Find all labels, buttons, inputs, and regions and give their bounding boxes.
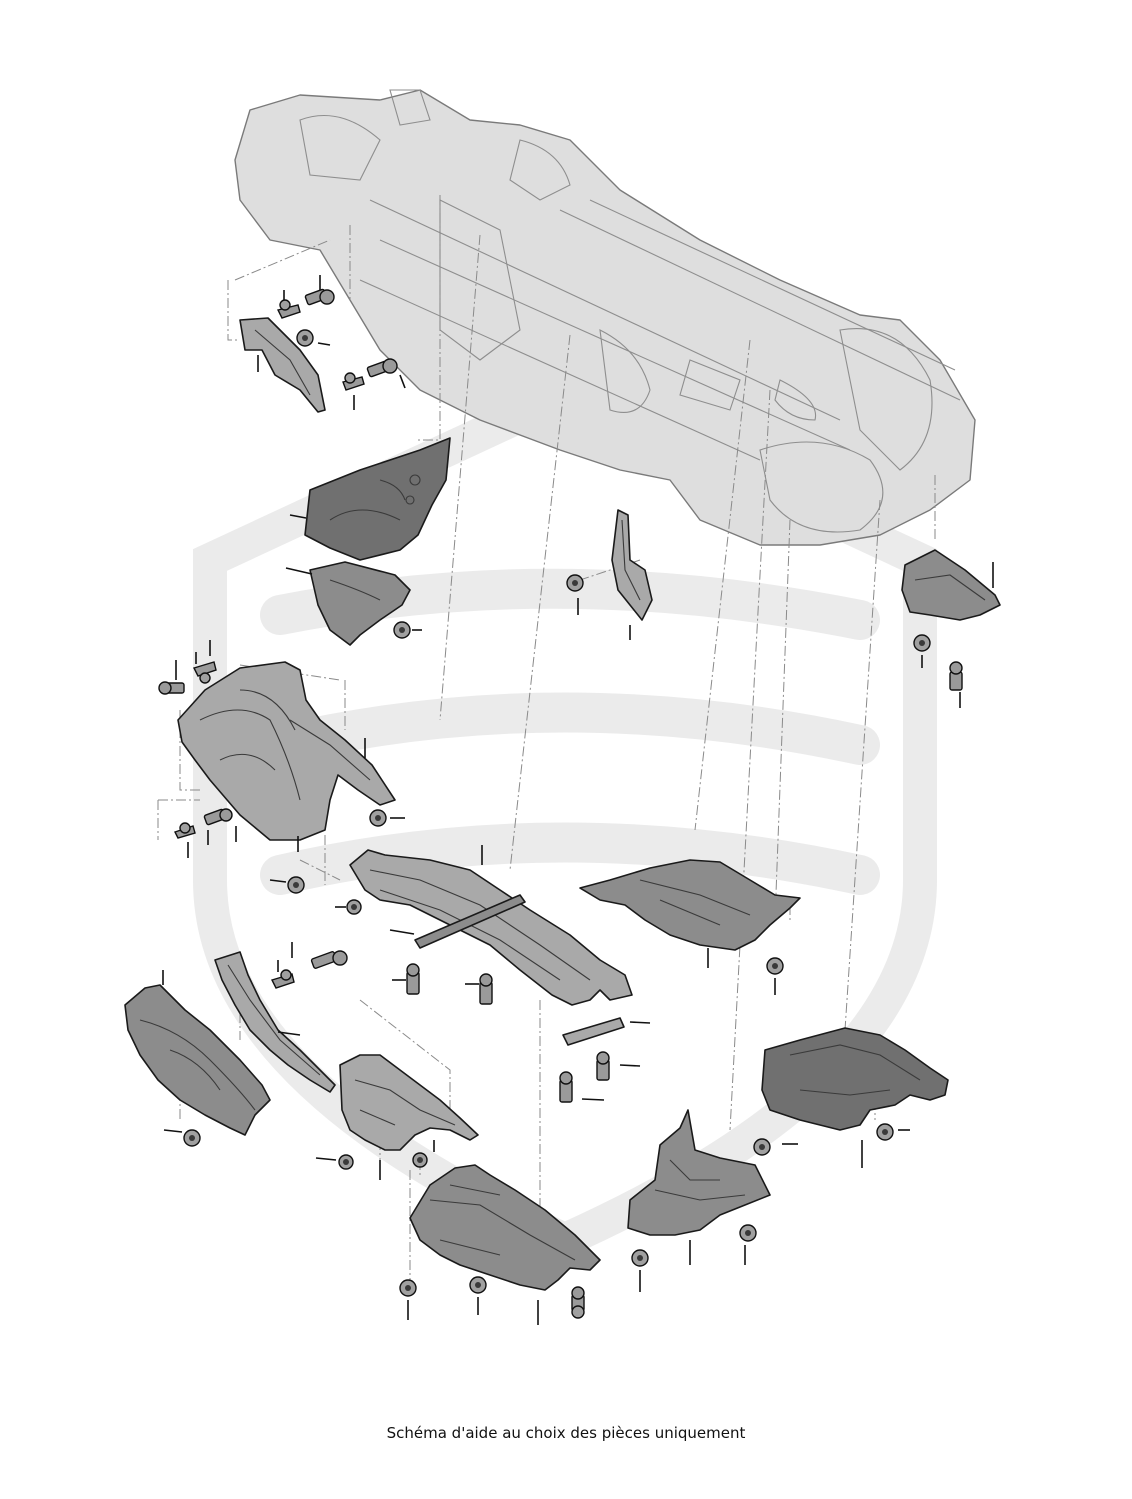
center-tunnel-shield <box>335 845 633 1006</box>
large-tunnel-heat-shield <box>177 661 405 841</box>
front-left-bracket <box>239 317 326 413</box>
vehicle-underbody <box>234 89 976 546</box>
clamp-plate <box>559 1017 651 1103</box>
parts-diagram <box>124 89 1001 1325</box>
strip-shield-fasteners <box>271 942 348 989</box>
bottom-center-shield <box>399 1164 601 1325</box>
rear-right-shield <box>753 1027 949 1168</box>
left-lower-shield <box>124 970 271 1147</box>
center-lower-shield <box>315 1054 479 1180</box>
right-floor-shield <box>579 859 801 995</box>
tunnel-shield-fasteners <box>158 640 305 894</box>
diagram-caption: Schéma d'aide au choix des pièces unique… <box>386 1424 746 1442</box>
front-heat-shield <box>289 437 451 561</box>
thin-strip-shield <box>214 951 336 1093</box>
front-left-fasteners <box>276 275 406 410</box>
bottom-right-shield <box>627 1109 771 1292</box>
rear-right-bracket <box>901 549 1001 708</box>
lower-heat-shield <box>285 561 422 646</box>
right-mount-bracket <box>566 509 653 640</box>
